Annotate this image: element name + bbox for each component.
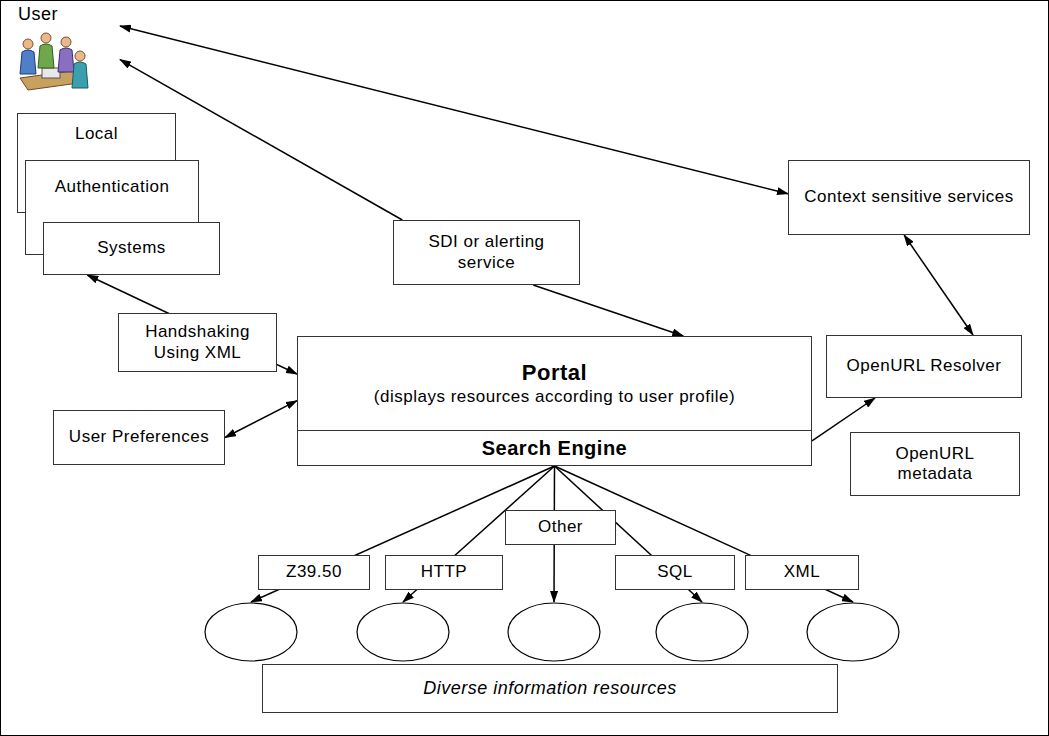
node-label: Other — [538, 517, 583, 537]
figure-part — [20, 50, 36, 74]
node-label: OpenURL Resolver — [847, 356, 1002, 376]
node-label: Systems — [97, 238, 166, 258]
figure-part — [72, 62, 88, 88]
ellipse-outline — [356, 602, 450, 662]
process-box: SQL — [615, 555, 735, 590]
figure-part — [20, 33, 88, 90]
process-box: Other — [505, 510, 616, 545]
process-box: OpenURL Resolver — [826, 335, 1022, 398]
user-label: User — [18, 4, 58, 26]
ellipse-outline — [655, 602, 749, 662]
figure-part — [23, 39, 33, 49]
figure-part — [41, 33, 51, 43]
node-label: XML — [784, 562, 820, 582]
process-box: User Preferences — [53, 410, 225, 465]
ellipse-shape — [656, 603, 748, 661]
connector-arrow — [533, 285, 683, 336]
node-label: HTTP — [421, 562, 467, 582]
connector-arrow — [120, 26, 788, 194]
node-label: SDI or alerting service — [402, 232, 571, 273]
resource-band: Diverse information resources — [262, 664, 838, 713]
process-box: HTTP — [385, 555, 503, 590]
user-icon: User — [8, 2, 120, 98]
process-box: Z39.50 — [258, 555, 370, 590]
resource-ellipse — [356, 602, 450, 662]
ellipse-shape — [508, 603, 600, 661]
connector-arrow — [87, 275, 297, 374]
resource-ellipse — [204, 602, 298, 662]
node-label: OpenURL metadata — [857, 444, 1013, 485]
process-box: Systems — [43, 222, 220, 275]
node-label: User Preferences — [69, 427, 209, 447]
process-box: Context sensitive services — [788, 160, 1030, 235]
node-label: Local — [75, 124, 118, 144]
search-engine-box: Search Engine — [297, 430, 812, 466]
connector-arrow — [225, 401, 297, 438]
node-label: Handshaking Using XML — [125, 322, 270, 363]
ellipse-shape — [357, 603, 449, 661]
ellipse-shape — [205, 603, 297, 661]
process-box: XML — [745, 555, 859, 590]
figure-part — [58, 48, 74, 72]
figure-part — [38, 44, 54, 68]
resource-ellipse — [507, 602, 601, 662]
ellipse-shape — [807, 603, 899, 661]
ellipse-outline — [806, 602, 900, 662]
figure-part — [42, 68, 60, 78]
process-box: Handshaking Using XML — [118, 313, 277, 372]
resource-ellipse — [806, 602, 900, 662]
node-label: Context sensitive services — [804, 187, 1014, 207]
node-label: Search Engine — [482, 436, 627, 460]
node-label: Diverse information resources — [423, 678, 677, 700]
node-label: SQL — [657, 562, 693, 582]
connector-arrow — [904, 235, 973, 335]
resource-ellipse — [655, 602, 749, 662]
node-subtitle: (displays resources according to user pr… — [374, 387, 735, 407]
figure-part — [75, 51, 85, 61]
ellipse-outline — [507, 602, 601, 662]
figure-part — [61, 37, 71, 47]
portal-box: Portal(displays resources according to u… — [297, 336, 812, 431]
node-label: Portal — [522, 360, 587, 386]
process-box: OpenURL metadata — [850, 432, 1020, 496]
process-box: SDI or alerting service — [393, 220, 580, 285]
node-label: Z39.50 — [286, 562, 342, 582]
ellipse-outline — [204, 602, 298, 662]
node-label: Authentication — [55, 177, 170, 197]
